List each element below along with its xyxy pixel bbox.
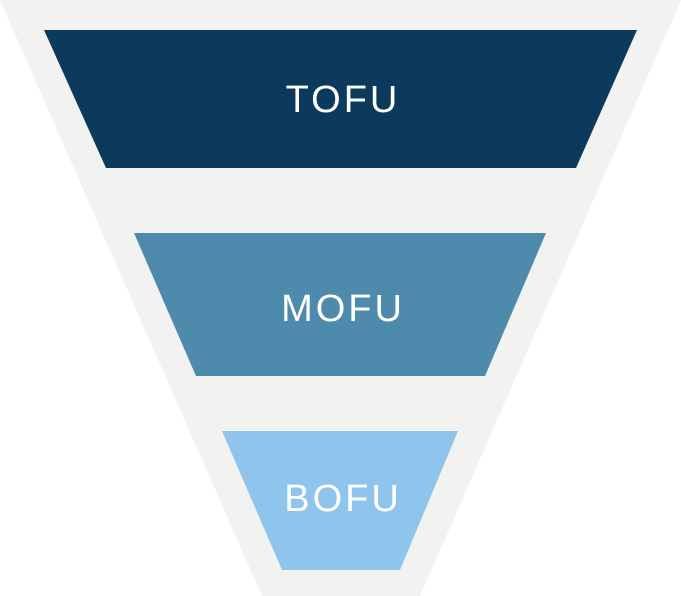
stage-bofu-label: BOFU xyxy=(284,478,402,520)
stage-bofu xyxy=(222,431,458,570)
stage-tofu xyxy=(44,30,637,168)
stage-mofu xyxy=(134,233,546,376)
stage-mofu-label: MOFU xyxy=(281,288,405,330)
stage-tofu-label: TOFU xyxy=(286,79,401,121)
